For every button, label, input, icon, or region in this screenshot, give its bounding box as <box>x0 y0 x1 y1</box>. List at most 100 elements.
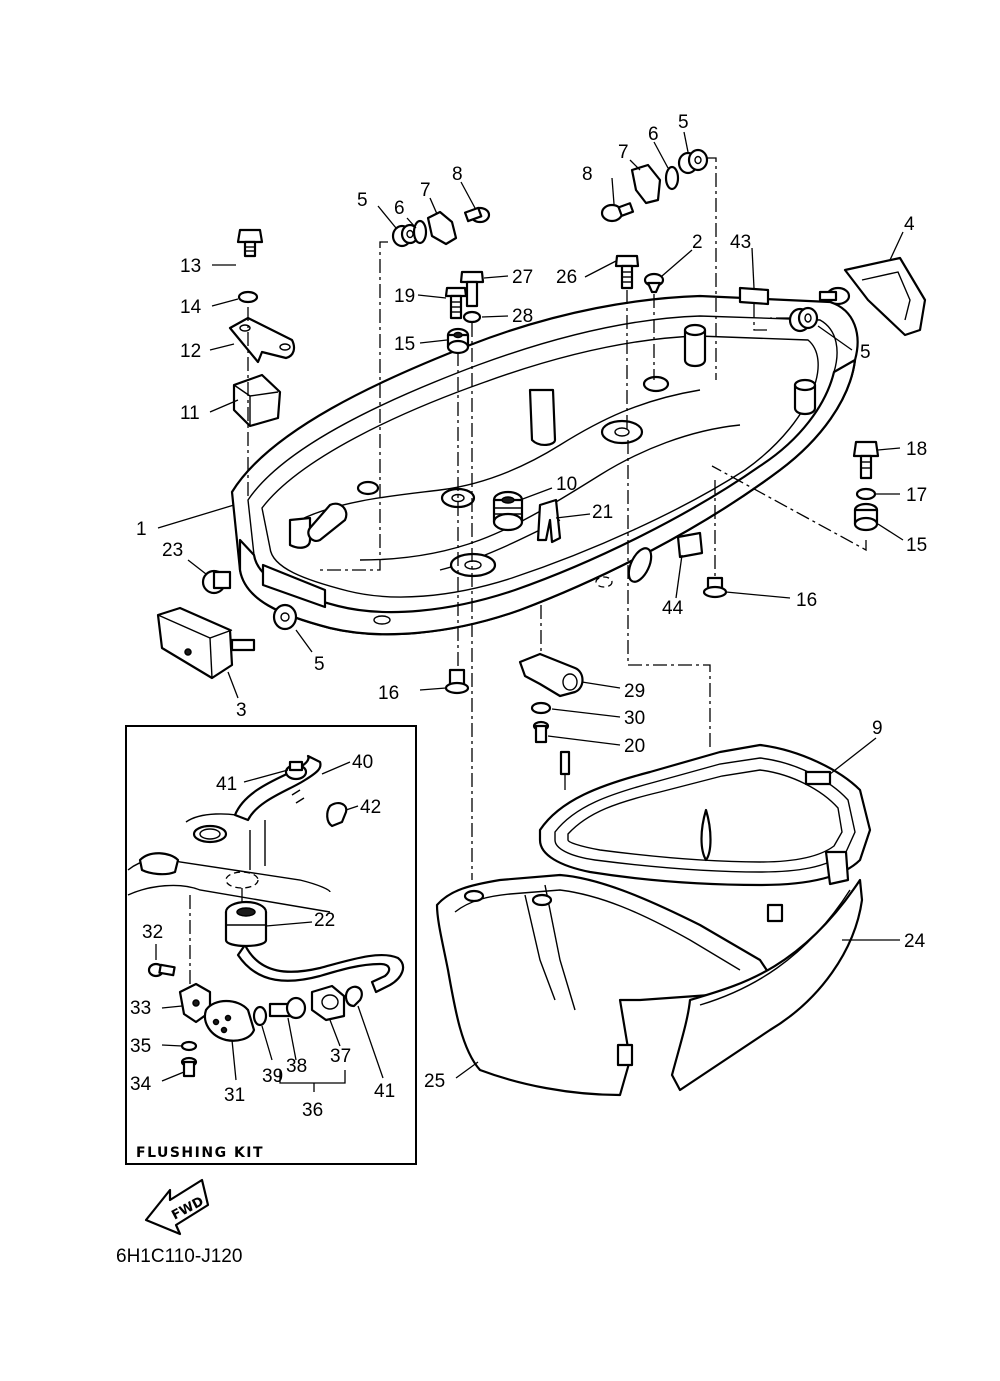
callout-38: 38 <box>286 1056 307 1077</box>
screw-32 <box>147 962 176 978</box>
callout-11: 11 <box>180 403 200 424</box>
callout-41-a: 41 <box>216 774 237 795</box>
callout-41-b: 41 <box>374 1081 395 1102</box>
label-44 <box>676 531 704 559</box>
clamp-41-bottom <box>344 985 363 1008</box>
callout-5-c: 5 <box>860 342 871 363</box>
lever-4 <box>818 256 927 337</box>
callout-8-b: 8 <box>582 164 593 185</box>
callout-16-a: 16 <box>378 683 399 704</box>
grommet-22 <box>224 900 268 948</box>
flushing-kit-inset <box>125 725 417 1165</box>
grommet-16-left <box>444 668 470 695</box>
callout-8-a: 8 <box>452 164 463 185</box>
washer-39 <box>252 1005 268 1027</box>
bolt-8-left <box>463 206 491 224</box>
screw-20 <box>532 720 550 744</box>
callout-22: 22 <box>314 910 335 931</box>
callout-7-b: 7 <box>618 142 629 163</box>
washer-35 <box>180 1040 198 1052</box>
lower-cover-assembly <box>435 743 872 1097</box>
nut-2 <box>643 272 665 294</box>
callout-33: 33 <box>130 998 151 1019</box>
callout-13: 13 <box>180 256 201 277</box>
callout-24: 24 <box>904 931 926 952</box>
callout-15-b: 15 <box>906 535 927 556</box>
cap-31 <box>203 999 256 1042</box>
assembly-lines <box>247 157 867 880</box>
callout-15-a: 15 <box>394 334 415 355</box>
callout-9: 9 <box>872 718 883 739</box>
grommet-10 <box>492 490 524 532</box>
grommet-15-right <box>853 502 879 532</box>
bolt-18 <box>852 440 880 480</box>
callout-31: 31 <box>224 1085 245 1106</box>
bottom-cowling <box>230 294 859 636</box>
small-parts <box>156 148 927 744</box>
callout-5-b: 5 <box>678 112 689 133</box>
callout-30: 30 <box>624 708 645 729</box>
callout-25: 25 <box>424 1071 445 1092</box>
grommet-15-left <box>446 327 470 355</box>
callout-20: 20 <box>624 736 645 757</box>
callout-29: 29 <box>624 681 645 702</box>
flushing-kit-title: FLUSHING KIT <box>136 1145 264 1161</box>
callout-40: 40 <box>352 752 373 773</box>
callout-27: 27 <box>512 267 533 288</box>
callout-5-d: 5 <box>314 654 325 675</box>
bracket-12 <box>228 316 296 364</box>
washer-28 <box>462 310 482 324</box>
forward-arrow <box>144 1178 210 1236</box>
callout-4: 4 <box>904 214 915 235</box>
callout-44: 44 <box>662 598 684 619</box>
callout-16-b: 16 <box>796 590 817 611</box>
bracket-7-left <box>426 210 458 246</box>
callout-43: 43 <box>730 232 751 253</box>
bolt-8-right <box>600 202 635 223</box>
callout-12: 12 <box>180 341 201 362</box>
callout-18: 18 <box>906 439 927 460</box>
callout-6-a: 6 <box>394 198 405 219</box>
callout-36: 36 <box>302 1100 323 1121</box>
bolt-13 <box>236 228 264 258</box>
callout-17: 17 <box>906 485 927 506</box>
callout-28: 28 <box>512 306 533 327</box>
callout-2: 2 <box>692 232 703 253</box>
callout-32: 32 <box>142 922 163 943</box>
callout-14: 14 <box>180 297 202 318</box>
callout-3: 3 <box>236 700 247 721</box>
fitting-38 <box>268 996 307 1020</box>
callout-26: 26 <box>556 267 577 288</box>
callout-34: 34 <box>130 1074 152 1095</box>
callout-37: 37 <box>330 1046 351 1067</box>
plug-23 <box>201 569 232 595</box>
callout-42: 42 <box>360 797 381 818</box>
diagram-code: 6H1C110-J120 <box>116 1246 242 1267</box>
callout-10: 10 <box>556 474 577 495</box>
callout-23: 23 <box>162 540 183 561</box>
clamp-29 <box>518 652 584 698</box>
callout-7-a: 7 <box>420 180 431 201</box>
nut-37 <box>310 984 346 1022</box>
washer-14 <box>237 290 259 304</box>
lever-3 <box>156 606 256 680</box>
bracket-7-right <box>630 163 662 205</box>
bolt-27 <box>459 270 485 308</box>
callout-19: 19 <box>394 286 415 307</box>
callout-6-b: 6 <box>648 124 659 145</box>
bolt-26 <box>614 254 640 290</box>
callout-21: 21 <box>592 502 613 523</box>
washer-30 <box>530 701 552 715</box>
grommet-11 <box>232 373 282 428</box>
callout-1: 1 <box>136 519 147 540</box>
callout-labels: 1 2 3 4 5 5 5 5 6 6 7 7 8 8 9 10 11 12 1… <box>130 112 927 1121</box>
washer-6-left <box>412 219 428 245</box>
grommet-5-bottom <box>272 603 298 631</box>
grommet-16-right <box>702 576 728 599</box>
grommet-5-top-right <box>677 148 709 175</box>
grommet-5-right <box>788 306 819 333</box>
washer-6-right <box>664 165 680 191</box>
washer-17 <box>855 487 877 501</box>
callout-5-a: 5 <box>357 190 368 211</box>
